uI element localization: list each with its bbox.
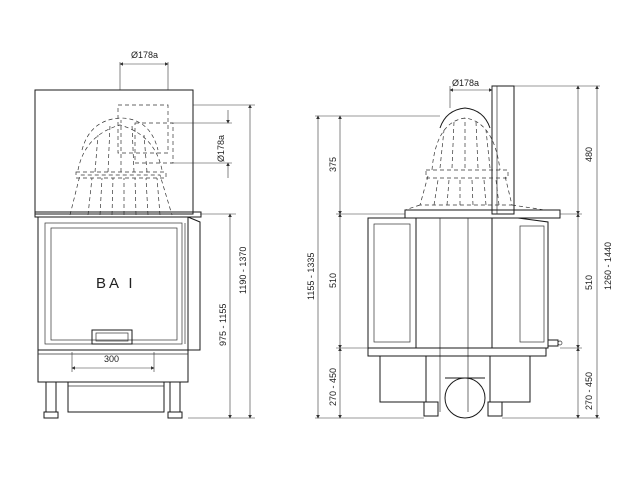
front-flue-dashed-box-2: [134, 122, 174, 164]
side-base-right: [489, 355, 531, 403]
front-ash-box: [67, 381, 165, 413]
front-height-dims: 975 - 1155 1190 - 1370: [188, 104, 255, 419]
side-right-bottom-dim: 270 - 450: [584, 372, 594, 410]
front-flue-side-label: Ø178a: [216, 135, 226, 162]
front-glass-inner: [50, 227, 178, 341]
side-flue-diameter-label: Ø178a: [452, 78, 479, 88]
side-left-bottom-dim: 270 - 450: [328, 368, 338, 406]
front-dome: [69, 117, 173, 216]
front-width-label: 300: [104, 354, 119, 364]
front-upper-housing: [34, 89, 194, 215]
side-bottom-flue-circle: [444, 377, 486, 419]
side-right-mid-dim: 510: [584, 275, 594, 290]
side-foot-left: [423, 401, 439, 417]
front-flue-diameter-label: Ø178a: [131, 50, 158, 60]
front-width-dim: 300: [71, 352, 155, 372]
side-top-plate: [404, 209, 561, 219]
front-foot-right: [169, 381, 181, 413]
side-base-left: [379, 355, 427, 403]
front-flue-dashed-box: [117, 104, 169, 154]
side-left-total-dim: 1155 - 1335: [306, 253, 316, 300]
side-right-dims: 480 510 270 - 450 1260 - 1440: [502, 85, 613, 419]
side-left-mid-dim: 510: [328, 273, 338, 288]
side-right-total-dim: 1260 - 1440: [603, 242, 613, 290]
side-rear-flue: [491, 85, 515, 215]
side-center-body: [415, 217, 493, 349]
front-foot-left: [45, 381, 57, 413]
front-flue-side-dim: Ø178a: [170, 110, 232, 178]
front-flue-dim: Ø178a: [119, 50, 169, 90]
side-flue-dim: Ø178a: [449, 78, 493, 108]
side-left-top-dim: 375: [328, 157, 338, 172]
side-right-top-dim: 480: [584, 147, 594, 162]
front-height-dim-2: 1190 - 1370: [238, 247, 248, 294]
side-view: [367, 85, 563, 419]
front-view: [34, 89, 202, 419]
front-height-dim-1: 975 - 1155: [218, 304, 228, 346]
side-base-plate: [367, 347, 547, 357]
side-left-dims: 375 510 270 - 450 1155 - 1335: [306, 115, 440, 419]
front-door-handle: [91, 329, 133, 345]
side-foot-right: [487, 401, 503, 417]
front-view-label: BA I: [96, 275, 136, 292]
side-left-glass-frame: [367, 217, 417, 349]
side-dome: [404, 107, 546, 211]
